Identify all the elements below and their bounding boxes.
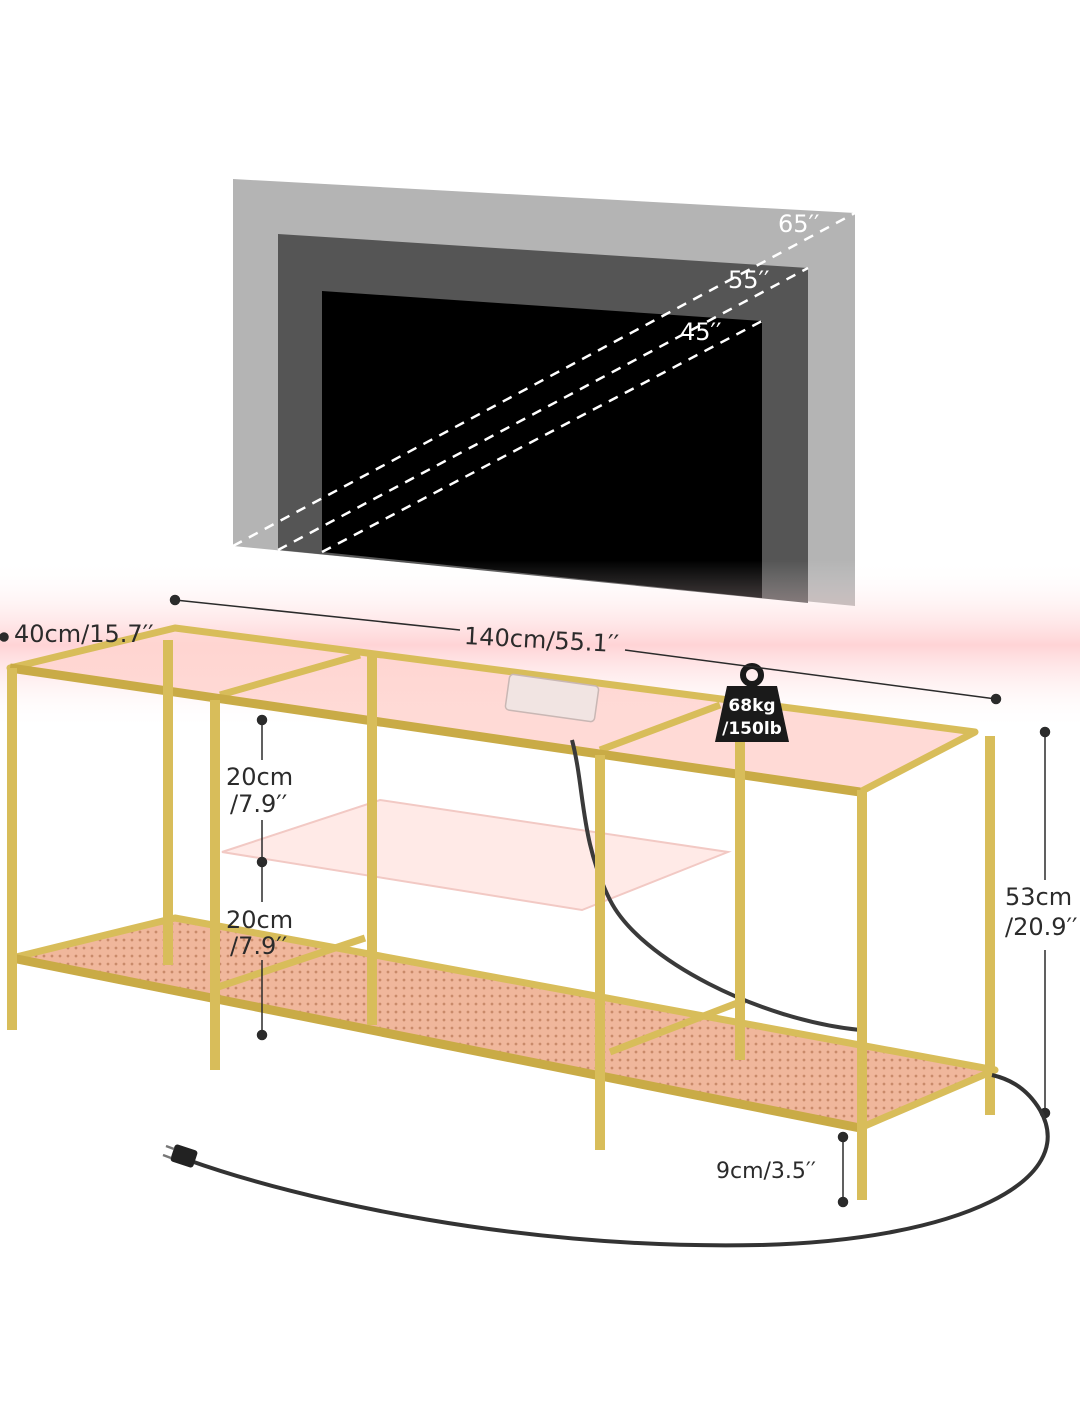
bottom-front-rail — [11, 953, 861, 1133]
tv-size-55-label: 55′′ — [728, 266, 769, 294]
acrylic-shelf — [221, 798, 732, 912]
top-divider-right — [598, 701, 722, 754]
weight-capacity-badge: 68kg /150lb — [715, 663, 789, 742]
top-divider-left — [219, 651, 361, 699]
shelf-gap-upper-cm-label: 20cm — [226, 763, 293, 791]
tv-45-diagonal — [321, 319, 763, 554]
width-line-right — [624, 649, 997, 700]
tv-size-comparison: 65′′ 55′′ 45′′ — [232, 179, 856, 606]
shelf-gap-lower-in-label: /7.9′′ — [230, 932, 287, 960]
tv-65-diagonal — [232, 211, 856, 548]
weight-handle-icon — [740, 663, 764, 687]
height-in-label: /20.9′′ — [1005, 913, 1077, 941]
legs — [7, 640, 995, 1200]
tv-size-45-label: 45′′ — [680, 318, 721, 346]
shelf-gap-lower-cm-label: 20cm — [226, 906, 293, 934]
bottom-mesh-shelf — [8, 914, 999, 1132]
weight-lb-label: /150lb — [722, 719, 782, 739]
bottom-divider-right — [608, 996, 747, 1056]
shelf-gap-upper-in-label: /7.9′′ — [230, 790, 287, 818]
dimension-lines — [0, 594, 1051, 1208]
power-cord — [162, 1073, 1050, 1248]
tv-stand — [6, 624, 999, 1200]
power-strip — [504, 673, 600, 723]
power-plug-icon — [170, 1144, 198, 1168]
power-cord-cable — [187, 1073, 1050, 1248]
tv-45-screen — [322, 291, 762, 598]
leg-clearance-label: 9cm/3.5′′ — [716, 1159, 816, 1184]
width-line-left — [174, 599, 461, 631]
depth-label: 40cm/15.7′′ — [14, 620, 154, 648]
weight-icon — [715, 686, 789, 742]
top-front-rail — [9, 663, 861, 797]
bottom-divider-left — [213, 934, 367, 992]
tv-size-65-label: 65′′ — [778, 210, 819, 238]
internal-cable — [570, 739, 861, 1032]
weight-kg-label: 68kg — [728, 696, 775, 716]
height-cm-label: 53cm — [1005, 883, 1072, 911]
